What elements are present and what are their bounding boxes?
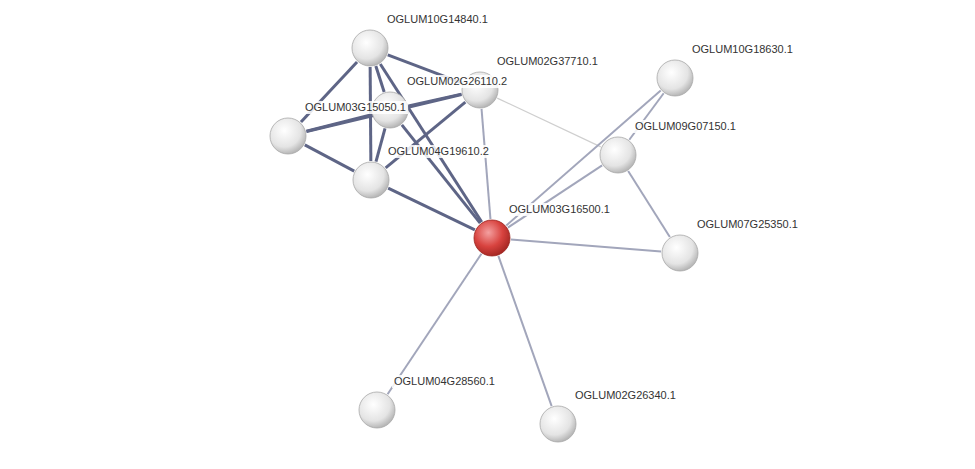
node-circle	[661, 234, 699, 272]
node-label: OGLUM07G25350.1	[695, 218, 800, 231]
interaction-line	[497, 98, 601, 147]
interaction-line	[498, 256, 551, 406]
node-label: OGLUM04G28560.1	[392, 375, 497, 388]
node-ball	[600, 137, 636, 173]
node-circle	[269, 117, 307, 155]
interaction-line	[409, 94, 462, 106]
protein-node: OGLUM02G26340.1	[539, 405, 577, 443]
node-circle	[599, 136, 637, 174]
protein-node: OGLUM10G14840.1	[351, 29, 389, 67]
node-ball	[359, 392, 395, 428]
protein-node: OGLUM04G19610.2	[352, 161, 390, 199]
interaction-line	[511, 240, 661, 252]
protein-node: OGLUM10G18630.1	[656, 59, 694, 97]
node-circle	[352, 161, 390, 199]
node-label: OGLUM02G26340.1	[573, 389, 678, 402]
protein-node: OGLUM03G16500.1	[473, 219, 511, 257]
node-ball	[353, 162, 389, 198]
interaction-line	[628, 171, 670, 237]
node-label: OGLUM10G18630.1	[690, 43, 795, 56]
protein-node: OGLUM07G25350.1	[661, 234, 699, 272]
interaction-line	[388, 188, 475, 230]
node-ball	[662, 235, 698, 271]
protein-node: OGLUM04G28560.1	[358, 391, 396, 429]
node-circle	[358, 391, 396, 429]
node-ball	[657, 60, 693, 96]
interaction-line	[376, 128, 385, 161]
protein-node: OGLUM09G07150.1	[599, 136, 637, 174]
interaction-line	[388, 254, 482, 394]
node-ball	[474, 220, 510, 256]
node-ball	[352, 30, 388, 66]
protein-node: OGLUM03G15050.1	[269, 117, 307, 155]
interaction-line	[402, 125, 480, 223]
node-label: OGLUM09G07150.1	[633, 120, 738, 133]
node-label: OGLUM02G37710.1	[495, 55, 600, 68]
node-label: OGLUM04G19610.2	[386, 145, 491, 158]
interaction-line	[506, 91, 660, 226]
node-ball	[540, 406, 576, 442]
node-circle	[656, 59, 694, 97]
node-circle	[473, 219, 511, 257]
node-label: OGLUM02G26110.2	[405, 75, 509, 88]
node-label: OGLUM03G16500.1	[507, 203, 612, 216]
interaction-line	[305, 145, 354, 171]
node-circle	[351, 29, 389, 67]
node-ball	[270, 118, 306, 154]
node-label: OGLUM03G15050.1	[303, 101, 408, 114]
interaction-line	[508, 165, 602, 227]
node-circle	[539, 405, 577, 443]
node-label: OGLUM10G14840.1	[385, 13, 490, 26]
interaction-line	[482, 109, 491, 219]
